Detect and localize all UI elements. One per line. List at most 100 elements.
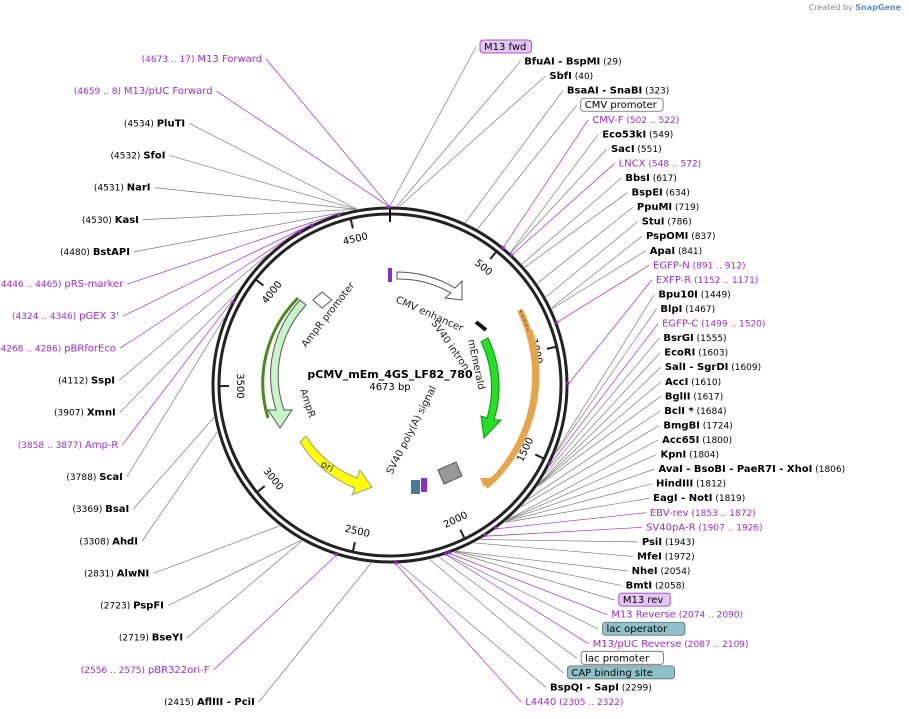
- feature-box-label[interactable]: M13 rev: [618, 592, 671, 607]
- feature-box: [602, 621, 686, 636]
- enzyme-site-label[interactable]: EagI - NotI (1819): [653, 493, 745, 504]
- site-position: (1724): [700, 421, 733, 431]
- primer-label[interactable]: M13 Reverse (2074 .. 2090): [611, 610, 743, 621]
- enzyme-site-label[interactable]: (4112) SspI: [58, 376, 115, 387]
- site-name: PspFI: [133, 601, 164, 612]
- leader-line: [455, 551, 622, 586]
- primer-label[interactable]: (4673 .. 17) M13 Forward: [142, 54, 262, 65]
- site-position: (4268 .. 4286): [0, 344, 64, 354]
- enzyme-site-label[interactable]: StuI (786): [642, 217, 692, 228]
- ampr-dark-arc[interactable]: [261, 296, 300, 419]
- orange-feature-head[interactable]: [480, 478, 493, 487]
- enzyme-site-label[interactable]: BsaAI - SnaBI (323): [567, 86, 669, 97]
- enzyme-site-label[interactable]: (2831) AlwNI: [84, 568, 149, 579]
- enzyme-site-label[interactable]: (3369) BsaI: [72, 504, 129, 515]
- site-position: (1449): [698, 290, 731, 300]
- primer-label[interactable]: EXFP-R (1152 .. 1171): [656, 275, 758, 286]
- feature-box-label[interactable]: CAP binding site: [566, 665, 675, 680]
- enzyme-site-label[interactable]: HindIII (1812): [656, 479, 726, 490]
- orange-feature-outer-2[interactable]: [484, 329, 540, 489]
- primer-label[interactable]: (2556 .. 2575) pBR322ori-F: [81, 665, 210, 676]
- leader-line: [389, 46, 477, 207]
- enzyme-site-label[interactable]: Acc65I (1800): [662, 435, 732, 446]
- mEmerald-arc[interactable]: [480, 337, 503, 440]
- enzyme-site-label[interactable]: (4480) BstAPI: [60, 247, 130, 258]
- ori-arc[interactable]: [299, 435, 373, 496]
- feature-box-label[interactable]: CMV promoter: [580, 97, 664, 112]
- enzyme-site-label[interactable]: (4531) NarI: [94, 183, 151, 194]
- primer-label[interactable]: M13/pUC Reverse (2087 .. 2109): [593, 639, 749, 650]
- leader-line: [454, 551, 615, 601]
- primer-label[interactable]: (4324 .. 4346) pGEX 3': [12, 311, 119, 322]
- primer-label[interactable]: SV40pA-R (1907 .. 1926): [646, 522, 763, 533]
- enzyme-site-label[interactable]: (2415) AflIII - PciI: [164, 697, 255, 708]
- primer-label[interactable]: CMV-F (502 .. 522): [592, 115, 679, 126]
- primer-label[interactable]: EGFP-N (891 .. 912): [653, 260, 745, 271]
- site-position: (2415): [164, 698, 197, 708]
- enzyme-site-label[interactable]: EcoRI (1603): [664, 348, 728, 359]
- enzyme-site-label[interactable]: Eco53kI (549): [602, 129, 673, 140]
- site-position: (40): [572, 72, 593, 82]
- feature-box-label[interactable]: lac promoter: [580, 650, 664, 665]
- sv40-polya-label: SV40 poly(A) signal: [385, 384, 439, 476]
- enzyme-site-label[interactable]: PspOMI (837): [646, 231, 716, 242]
- enzyme-site-label[interactable]: (4530) KasI: [82, 215, 139, 226]
- enzyme-site-label[interactable]: BbsI (617): [625, 173, 677, 184]
- primer-label[interactable]: (4268 .. 4286) pBRforEco: [0, 343, 116, 354]
- enzyme-site-label[interactable]: (3907) XmnI: [54, 408, 116, 419]
- cmv-enhancer-arc[interactable]: [396, 271, 463, 301]
- enzyme-site-label[interactable]: PpuMI (719): [637, 202, 699, 213]
- enzyme-site-label[interactable]: SbfI (40): [549, 71, 593, 82]
- ampr-promoter-arrow[interactable]: [312, 291, 333, 309]
- site-label-text: CMV-F (502 .. 522): [592, 115, 679, 126]
- small-feature-block-2[interactable]: [421, 478, 427, 492]
- enzyme-site-label[interactable]: (3308) AhdI: [79, 536, 138, 547]
- enzyme-site-label[interactable]: BlpI (1467): [660, 304, 715, 315]
- enzyme-site-label[interactable]: KpnI (1804): [660, 450, 719, 461]
- enzyme-site-label[interactable]: (2719) BseYI: [119, 633, 183, 644]
- enzyme-site-label[interactable]: BspQI - SapI (2299): [550, 682, 652, 693]
- enzyme-site-label[interactable]: BglII (1617): [665, 391, 723, 402]
- sv40-intron-marker[interactable]: [474, 320, 488, 332]
- enzyme-site-label[interactable]: ApaI (841): [650, 246, 702, 257]
- enzyme-site-label[interactable]: BspEI (634): [631, 188, 689, 199]
- primer-label[interactable]: EGFP-C (1499 .. 1520): [662, 319, 765, 330]
- enzyme-site-label[interactable]: BclI * (1684): [664, 406, 726, 417]
- site-label-text: Eco53kI (549): [602, 129, 673, 140]
- enzyme-site-label[interactable]: BfuAI - BspMI (29): [524, 57, 621, 68]
- enzyme-site-label[interactable]: AvaI - BsoBI - PaeR7I - XhoI (1806): [658, 464, 845, 475]
- enzyme-site-label[interactable]: (4534) PluTI: [124, 118, 185, 129]
- primer-binding-mark: [483, 533, 488, 538]
- site-label-text: EcoRI (1603): [664, 348, 728, 359]
- enzyme-site-label[interactable]: SacI (551): [611, 144, 662, 155]
- enzyme-site-label[interactable]: (4532) SfoI: [111, 150, 166, 161]
- site-name: - SgrDI: [686, 362, 728, 373]
- leader-line: [119, 292, 237, 413]
- enzyme-site-label[interactable]: (3788) ScaI: [66, 472, 122, 483]
- enzyme-site-label[interactable]: BsrGI (1555): [663, 333, 726, 344]
- enzyme-site-label[interactable]: Bpu10I (1449): [658, 289, 730, 300]
- primer-label[interactable]: (4446 .. 4465) pRS-marker: [0, 279, 124, 290]
- site-name: - BspMI: [555, 57, 601, 68]
- enzyme-site-label[interactable]: PsiI (1943): [642, 537, 695, 548]
- enzyme-site-label[interactable]: BmgBI (1724): [663, 420, 732, 431]
- primer-label[interactable]: EBV-rev (1853 .. 1872): [650, 508, 756, 519]
- site-position: (1609): [728, 363, 761, 373]
- ampr-arc[interactable]: [267, 299, 307, 429]
- enzyme-site-label[interactable]: BmtI (2058): [626, 581, 685, 592]
- feature-box-label[interactable]: M13 fwd: [479, 39, 532, 54]
- feature-box-label[interactable]: lac operator: [602, 621, 686, 636]
- primer-label[interactable]: (4659 .. 8) M13/pUC Forward: [74, 86, 213, 97]
- leader-line: [568, 279, 653, 384]
- enzyme-site-label[interactable]: MfeI (1972): [637, 551, 695, 562]
- primer-label[interactable]: (3858 .. 3877) Amp-R: [18, 440, 119, 451]
- primer-label[interactable]: L4440 (2305 .. 2322): [525, 697, 623, 708]
- enzyme-site-label[interactable]: (2723) PspFI: [100, 601, 164, 612]
- site-name: BclI *: [664, 406, 694, 417]
- small-feature-block-1[interactable]: [411, 480, 420, 494]
- enzyme-site-label[interactable]: SalI - SgrDI (1609): [665, 362, 761, 373]
- sv40-polya-block[interactable]: [437, 461, 463, 485]
- enzyme-site-label[interactable]: AccI (1610): [665, 377, 721, 388]
- primer-label[interactable]: LNCX (548 .. 572): [619, 158, 702, 169]
- enzyme-site-label[interactable]: NheI (2054): [632, 566, 691, 577]
